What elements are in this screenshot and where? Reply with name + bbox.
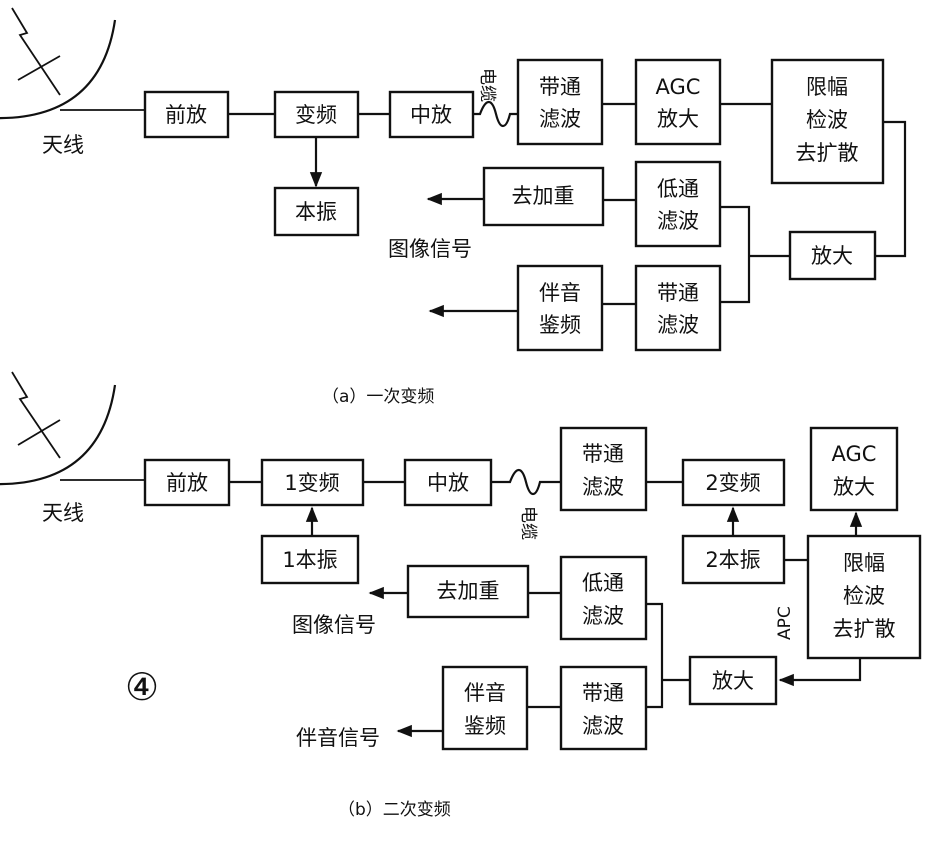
svg-text:滤波: 滤波 xyxy=(582,714,624,738)
block-amp-b: 放大 xyxy=(688,655,778,706)
svg-text:带通: 带通 xyxy=(582,681,624,705)
svg-text:变频: 变频 xyxy=(295,103,337,127)
antenna-label-b: 天线 xyxy=(42,501,84,525)
svg-text:伴音: 伴音 xyxy=(464,681,506,705)
block-sound-demod-b: 伴音 鉴频 xyxy=(441,665,529,751)
svg-text:放大: 放大 xyxy=(811,244,853,268)
svg-text:1变频: 1变频 xyxy=(284,471,339,495)
svg-text:鉴频: 鉴频 xyxy=(464,714,506,738)
svg-text:前放: 前放 xyxy=(165,103,207,127)
diagram-b: 天线 前放 1变频 1本振 中放 带通 滤波 2变频 AGC xyxy=(0,371,922,820)
svg-text:带通: 带通 xyxy=(539,75,581,99)
svg-text:2本振: 2本振 xyxy=(705,548,760,572)
block-agc-amp-a: AGC 放大 xyxy=(634,58,722,146)
block-preamp-b: 前放 xyxy=(143,458,231,507)
svg-text:放大: 放大 xyxy=(712,669,754,693)
caption-a: （a）一次变频 xyxy=(322,387,434,407)
svg-text:去扩散: 去扩散 xyxy=(833,617,896,641)
svg-text:伴音: 伴音 xyxy=(539,281,581,305)
block-preamp-a: 前放 xyxy=(143,90,230,139)
block-limiter-b: 限幅 检波 去扩散 xyxy=(806,534,922,660)
block-mixer-a: 变频 xyxy=(273,90,360,139)
svg-text:去加重: 去加重 xyxy=(512,184,575,208)
block-bandpass-1-a: 带通 滤波 xyxy=(516,58,604,146)
svg-text:去扩散: 去扩散 xyxy=(796,141,859,165)
svg-text:低通: 低通 xyxy=(582,571,624,595)
svg-text:检波: 检波 xyxy=(806,108,848,132)
block-bandpass-2-a: 带通 滤波 xyxy=(634,264,722,352)
antenna-b xyxy=(0,371,145,486)
cable-label-a: 电缆 xyxy=(477,68,497,102)
diagram-a: 天线 前放 变频 本振 中放 带通 滤波 AGC 放大 xyxy=(0,7,907,407)
svg-text:鉴频: 鉴频 xyxy=(539,313,581,337)
svg-text:限幅: 限幅 xyxy=(843,551,885,575)
block-lowpass-b: 低通 滤波 xyxy=(559,555,648,641)
svg-text:检波: 检波 xyxy=(843,584,885,608)
output-sound-label-b: 伴音信号 xyxy=(296,726,380,750)
antenna-label-a: 天线 xyxy=(42,133,84,157)
svg-text:带通: 带通 xyxy=(582,442,624,466)
block-if-amp-a: 中放 xyxy=(388,90,475,139)
svg-text:1本振: 1本振 xyxy=(282,548,337,572)
svg-text:滤波: 滤波 xyxy=(539,107,581,131)
svg-text:中放: 中放 xyxy=(410,103,452,127)
caption-b: （b）二次变频 xyxy=(338,800,451,820)
circled-number-b: ④ xyxy=(125,665,159,709)
block-deemphasis-a: 去加重 xyxy=(482,166,605,227)
cable-label-b: 电缆 xyxy=(518,506,538,540)
svg-text:2变频: 2变频 xyxy=(705,471,760,495)
svg-text:滤波: 滤波 xyxy=(657,209,699,233)
block-limiter-a: 限幅 检波 去扩散 xyxy=(770,58,885,185)
svg-text:AGC: AGC xyxy=(832,442,877,466)
connections-b xyxy=(229,468,863,738)
block-mixer2-b: 2变频 xyxy=(681,458,786,507)
connections-a xyxy=(228,100,907,318)
block-sound-demod-a: 伴音 鉴频 xyxy=(516,264,604,352)
svg-text:带通: 带通 xyxy=(657,281,699,305)
svg-text:低通: 低通 xyxy=(657,177,699,201)
block-local-osc2-b: 2本振 xyxy=(681,534,786,585)
apc-label-b: APC xyxy=(775,606,795,640)
output-video-label-a: 图像信号 xyxy=(388,237,472,261)
block-bandpass-2-b: 带通 滤波 xyxy=(559,665,648,751)
block-bandpass-1-b: 带通 滤波 xyxy=(559,426,648,512)
svg-text:前放: 前放 xyxy=(166,471,208,495)
block-amp-a: 放大 xyxy=(788,230,877,281)
svg-text:滤波: 滤波 xyxy=(582,475,624,499)
svg-text:中放: 中放 xyxy=(427,471,469,495)
output-video-label-b: 图像信号 xyxy=(292,613,376,637)
svg-text:滤波: 滤波 xyxy=(582,604,624,628)
antenna-a xyxy=(0,7,145,120)
svg-text:AGC: AGC xyxy=(656,75,701,99)
block-if-amp-b: 中放 xyxy=(403,458,493,507)
block-mixer1-b: 1变频 xyxy=(260,458,365,507)
block-lowpass-a: 低通 滤波 xyxy=(634,160,722,248)
svg-text:本振: 本振 xyxy=(295,200,337,224)
block-local-osc-a: 本振 xyxy=(273,186,360,237)
svg-text:放大: 放大 xyxy=(833,475,875,499)
block-deemphasis-b: 去加重 xyxy=(406,564,530,619)
svg-text:限幅: 限幅 xyxy=(806,75,848,99)
svg-text:去加重: 去加重 xyxy=(437,579,500,603)
block-agc-amp-b: AGC 放大 xyxy=(809,426,899,512)
svg-text:滤波: 滤波 xyxy=(657,313,699,337)
svg-text:放大: 放大 xyxy=(657,107,699,131)
block-local-osc1-b: 1本振 xyxy=(260,534,360,585)
